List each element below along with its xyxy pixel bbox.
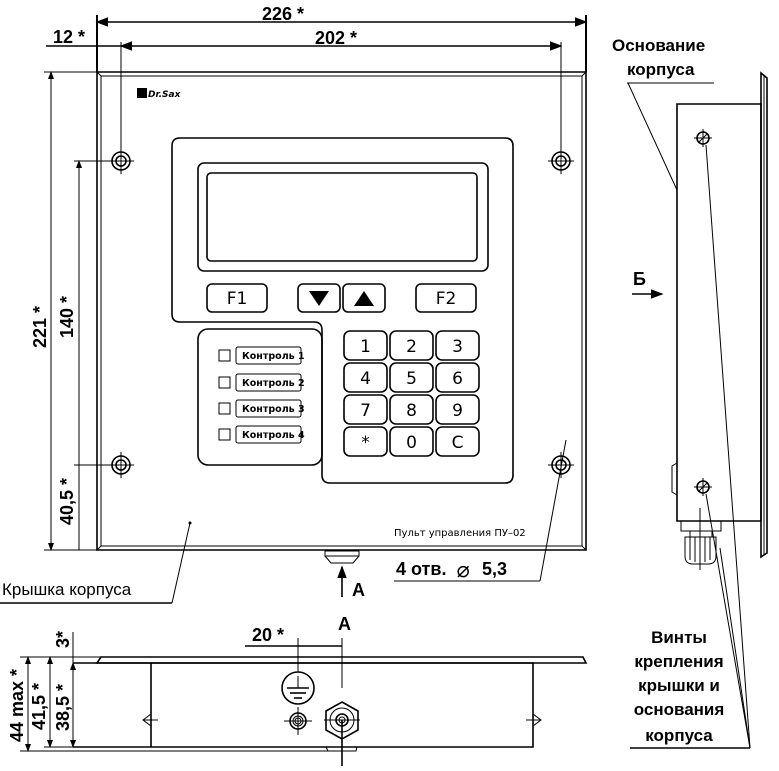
keypad-key-label: 0 bbox=[406, 433, 417, 453]
control-indicator-4: Контроль 4 bbox=[218, 425, 305, 444]
keypad-key-6[interactable]: 6 bbox=[435, 362, 480, 393]
keypad-key-label: 6 bbox=[452, 369, 463, 389]
svg-text:4 отв.: 4 отв. bbox=[396, 559, 446, 579]
svg-text:5,3: 5,3 bbox=[482, 559, 507, 579]
svg-text:крепления: крепления bbox=[634, 652, 723, 671]
screw-icon-bottom bbox=[694, 478, 712, 496]
ground-icon bbox=[281, 671, 315, 705]
keypad-key-label: 8 bbox=[406, 401, 417, 421]
side-cable-gland-icon bbox=[680, 508, 722, 570]
keypad-key-c[interactable]: C bbox=[435, 426, 480, 457]
holes-callout: 4 отв. ⌀ 5,3 bbox=[394, 439, 567, 583]
svg-text:основания: основания bbox=[634, 700, 725, 719]
control-indicators-panel bbox=[197, 328, 323, 466]
hole-offset-left-label: 12 * bbox=[53, 27, 85, 47]
cable-gland-icon bbox=[324, 550, 360, 564]
bottom-view-title: А bbox=[338, 614, 351, 634]
screws-callout: Винты крепления крышки и основания корпу… bbox=[630, 144, 751, 749]
svg-text:⌀: ⌀ bbox=[456, 558, 470, 583]
display-bezel bbox=[197, 162, 489, 272]
front-view: 226 * 202 * 12 * 221 * 140 * 40,5 * bbox=[0, 4, 588, 604]
dimension-overall-width: 226 * bbox=[95, 4, 588, 72]
device-label: Пульт управления ПУ–02 bbox=[394, 528, 526, 539]
svg-text:Контроль 1: Контроль 1 bbox=[242, 351, 305, 362]
dimension-hole-spacing-height: 140 * 40,5 * bbox=[57, 160, 121, 550]
up-arrow-icon bbox=[354, 291, 374, 306]
mounting-hole-icon-top-right bbox=[548, 148, 574, 174]
keypad-key-4[interactable]: 4 bbox=[343, 362, 388, 393]
hole-spacing-height-label: 140 * bbox=[57, 296, 77, 338]
svg-text:Контроль 2: Контроль 2 bbox=[242, 378, 305, 389]
keypad-key-7[interactable]: 7 bbox=[343, 394, 388, 425]
lcd-display bbox=[206, 172, 478, 262]
cover-callout: Крышка корпуса bbox=[0, 521, 192, 604]
up-arrow-button[interactable] bbox=[342, 283, 386, 313]
svg-text:Винты: Винты bbox=[651, 628, 707, 647]
control-indicator-1: Контроль 1 bbox=[218, 346, 305, 365]
numeric-keypad: 1 2 3 4 5 6 7 8 9 * 0 C bbox=[343, 330, 480, 457]
dimension-hole-spacing-width: 202 * bbox=[119, 28, 563, 160]
svg-text:44 max *: 44 max * bbox=[7, 669, 27, 742]
keypad-key-label: 2 bbox=[406, 337, 417, 357]
keypad-key-label: 9 bbox=[452, 401, 463, 421]
svg-text:38,5 *: 38,5 * bbox=[53, 684, 73, 731]
svg-text:3*: 3* bbox=[53, 631, 73, 648]
cable-gland-nut-icon bbox=[324, 701, 360, 766]
keypad-key-0[interactable]: 0 bbox=[389, 426, 434, 457]
keypad-key-5[interactable]: 5 bbox=[389, 362, 434, 393]
panel-frame-upper bbox=[171, 137, 514, 484]
mounting-hole-icon-top-left bbox=[108, 148, 134, 174]
keypad-key-label: 1 bbox=[360, 337, 371, 357]
svg-text:корпуса: корпуса bbox=[645, 726, 713, 745]
mounting-hole-icon-bottom-left bbox=[108, 452, 134, 478]
svg-text:20 *: 20 * bbox=[252, 625, 284, 645]
keypad-key-label: * bbox=[361, 433, 370, 453]
hole-offset-bottom-label: 40,5 * bbox=[57, 478, 77, 525]
keypad-key-label: 3 bbox=[452, 337, 463, 357]
screw-icon-top bbox=[694, 129, 712, 147]
svg-text:Контроль 3: Контроль 3 bbox=[242, 404, 305, 415]
view-a-label: А bbox=[352, 580, 365, 600]
dimension-body-depth: 41,5 * bbox=[29, 656, 53, 748]
bottom-view: А 44 max * 41,5 * 38,5 * 3* bbox=[7, 614, 588, 766]
keypad-key-label: C bbox=[452, 433, 464, 453]
svg-text:F1: F1 bbox=[227, 289, 248, 309]
overall-width-label: 226 * bbox=[262, 4, 304, 24]
svg-text:крышки и: крышки и bbox=[638, 676, 720, 695]
keypad-key-1[interactable]: 1 bbox=[343, 330, 388, 361]
keypad-key-label: 5 bbox=[406, 369, 417, 389]
keypad-key-2[interactable]: 2 bbox=[389, 330, 434, 361]
hole-spacing-width-label: 202 * bbox=[315, 28, 357, 48]
svg-text:41,5 *: 41,5 * bbox=[29, 683, 49, 730]
f2-button[interactable]: F2 bbox=[415, 283, 477, 313]
svg-text:Контроль 4: Контроль 4 bbox=[242, 430, 305, 441]
svg-text:Dr.Sax: Dr.Sax bbox=[148, 90, 182, 100]
control-indicator-3: Контроль 3 bbox=[218, 399, 305, 418]
dimension-hole-offset-left: 12 * bbox=[46, 27, 121, 47]
keypad-key-3[interactable]: 3 bbox=[435, 330, 480, 361]
base-callout-line2: корпуса bbox=[627, 60, 695, 79]
dimension-max-depth: 44 max * bbox=[7, 656, 31, 752]
side-view: Основание корпуса bbox=[612, 36, 768, 749]
svg-text:Крышка корпуса: Крышка корпуса bbox=[2, 580, 132, 599]
keypad-key-label: 7 bbox=[360, 401, 371, 421]
dimension-overall-height: 221 * bbox=[30, 71, 97, 551]
brand-logo: Dr.Sax bbox=[137, 88, 182, 100]
view-b-label: Б bbox=[633, 269, 646, 289]
keypad-key-9[interactable]: 9 bbox=[435, 394, 480, 425]
keypad-key-star[interactable]: * bbox=[343, 426, 388, 457]
keypad-key-8[interactable]: 8 bbox=[389, 394, 434, 425]
down-arrow-button[interactable] bbox=[297, 283, 341, 313]
dimension-inner-depth: 38,5 * 3* bbox=[53, 631, 76, 748]
svg-text:F2: F2 bbox=[436, 289, 457, 309]
control-indicator-2: Контроль 2 bbox=[218, 373, 305, 392]
ground-screw-icon bbox=[284, 707, 312, 735]
dimension-ground-offset: 20 * bbox=[245, 625, 343, 688]
overall-height-label: 221 * bbox=[30, 306, 50, 348]
down-arrow-icon bbox=[309, 291, 329, 306]
keypad-key-label: 4 bbox=[360, 369, 371, 389]
housing-cover bbox=[96, 71, 587, 551]
base-callout-line1: Основание bbox=[612, 36, 705, 55]
f1-button[interactable]: F1 bbox=[206, 283, 268, 313]
